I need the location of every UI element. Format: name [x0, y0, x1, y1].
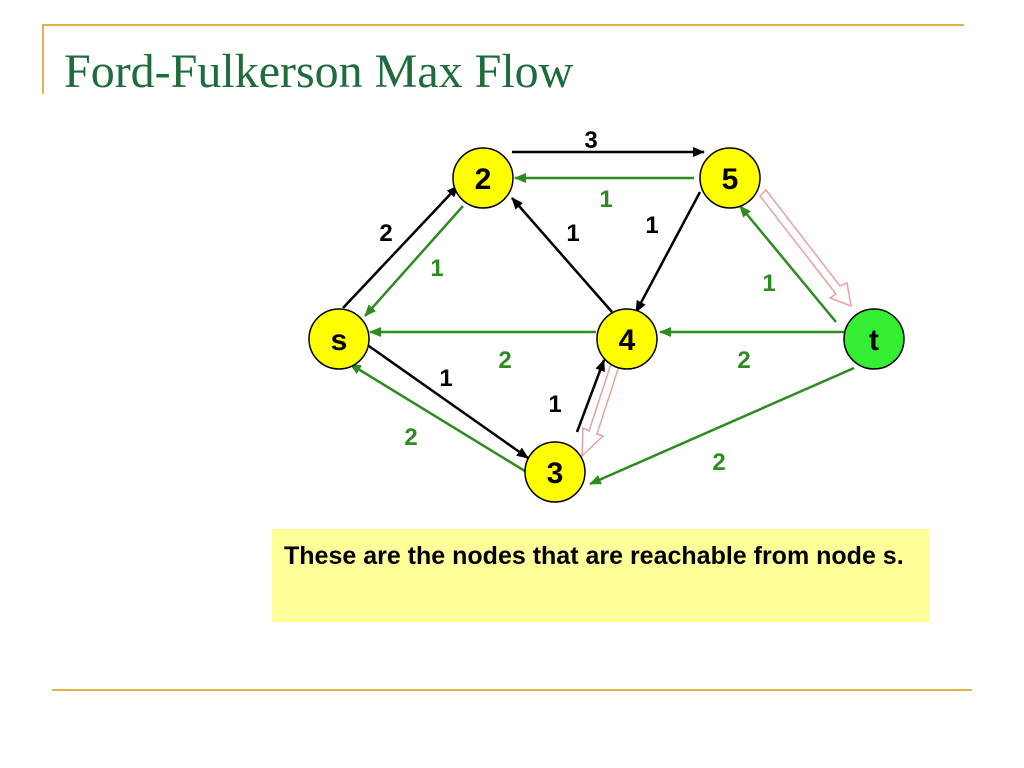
node-s-label: s [331, 324, 348, 357]
edge-3-to-4 [575, 359, 606, 433]
edge-3-to-4-label: 1 [548, 391, 561, 418]
edge-2-to-s-residual [364, 205, 464, 317]
node-t-label: t [869, 324, 879, 357]
edge-t-to-3-residual [589, 366, 855, 486]
edge-t-to-3-residual-label: 2 [712, 449, 725, 476]
flow-network-diagram: 2 5 s 4 t 3 3 1 2 1 1 1 1 2 2 1 2 1 2 [308, 127, 905, 503]
path-highlight-5-to-t [759, 188, 852, 308]
node-2: 2 [452, 147, 514, 209]
edge-2-to-5-label: 3 [584, 127, 597, 154]
edge-4-to-2-label: 1 [566, 220, 579, 247]
node-4: 4 [596, 308, 658, 370]
reachability-note: These are the nodes that are reachable f… [272, 529, 930, 622]
top-accent-rule-vertical [42, 24, 44, 94]
edge-2-to-s-residual-label: 1 [430, 255, 443, 282]
edge-3-to-s-residual [349, 362, 534, 478]
edge-t-to-5-residual [739, 205, 837, 323]
edge-5-to-4-label: 1 [645, 212, 658, 239]
edge-4-to-2 [511, 197, 613, 313]
node-s: s [308, 308, 370, 370]
edge-5-to-2-residual-label: 1 [599, 186, 612, 213]
top-accent-rule-horizontal [42, 24, 964, 26]
edge-s-to-2 [342, 185, 459, 309]
edge-4-to-s-residual-label: 2 [498, 347, 511, 374]
edge-5-to-4 [634, 191, 702, 313]
node-5-label: 5 [722, 163, 739, 196]
node-3: 3 [524, 441, 586, 503]
edge-s-to-2-label: 2 [379, 220, 392, 247]
path-highlight-4-to-3 [581, 363, 620, 458]
node-4-label: 4 [619, 324, 636, 357]
node-2-label: 2 [475, 163, 492, 196]
edge-s-to-3 [365, 342, 529, 460]
edge-3-to-s-residual-label: 2 [404, 424, 417, 451]
node-3-label: 3 [547, 457, 564, 490]
edge-s-to-3-label: 1 [439, 365, 452, 392]
edge-t-to-5-residual-label: 1 [762, 270, 775, 297]
edge-t-to-4-residual-label: 2 [737, 347, 750, 374]
node-t: t [843, 308, 905, 370]
slide-title: Ford-Fulkerson Max Flow [64, 45, 574, 98]
node-5: 5 [699, 147, 761, 209]
bottom-accent-rule [52, 689, 972, 691]
